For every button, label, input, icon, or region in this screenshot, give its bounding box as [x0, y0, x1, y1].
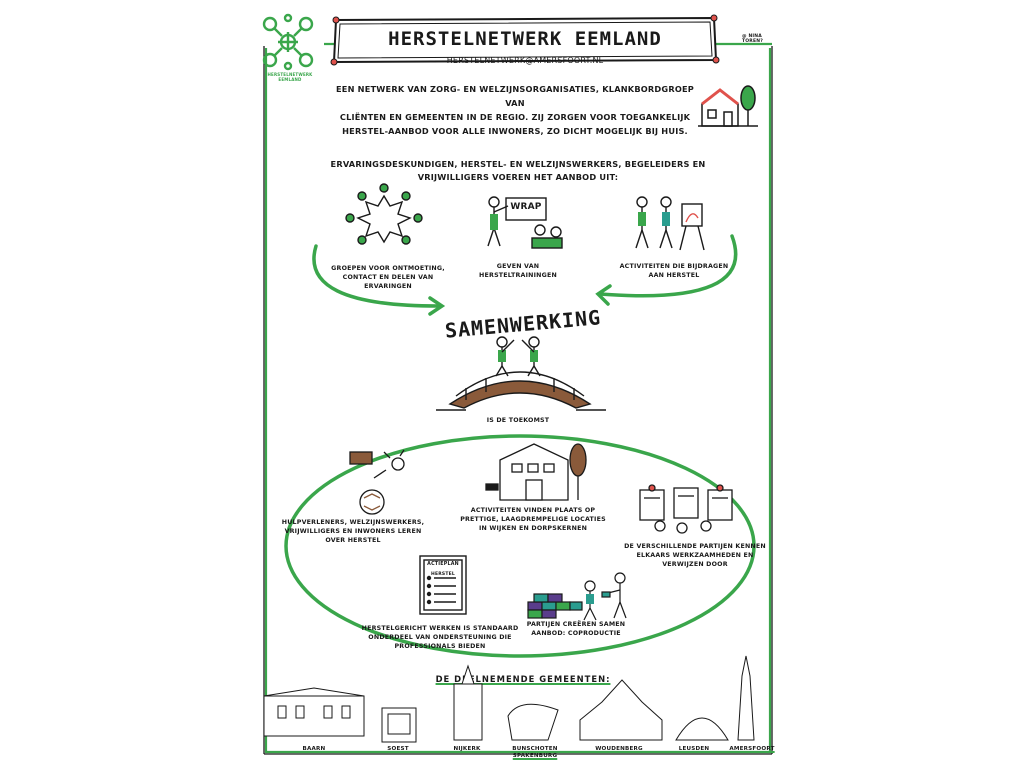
- cycle-item-caption: ACTIVITEITEN VINDEN PLAATS OP PRETTIGE, …: [448, 506, 618, 533]
- caption-line: PRETTIGE, LAAGDREMPELIGE LOCATIES: [460, 516, 606, 523]
- caption-line: AAN HERSTEL: [648, 272, 700, 279]
- intro-text: EEN NETWERK VAN ZORG- EN WELZIJNSORGANIS…: [330, 82, 700, 138]
- cycle-item-caption: HULPVERLENERS, WELZIJNSWERKERS, VRIJWILL…: [278, 518, 428, 545]
- poster: HERSTELNETWERK EEMLAND HERSTELNETWERK EE…: [258, 6, 780, 764]
- caption-line: HULPVERLENERS, WELZIJNSWERKERS,: [281, 519, 425, 526]
- bridge-icon: [436, 336, 606, 411]
- caption-line: HERSTELTRAININGEN: [479, 272, 557, 279]
- logo-label: HERSTELNETWERK EEMLAND: [267, 72, 313, 82]
- town-label: NIJKERK: [453, 746, 481, 752]
- caption-line: PARTIJEN CREËREN SAMEN: [526, 621, 626, 628]
- caption-line: GEVEN VAN: [496, 263, 540, 270]
- offer-item-caption: GEVEN VAN HERSTELTRAININGEN: [458, 262, 578, 280]
- poster-frame: [263, 42, 773, 755]
- caption-line: AANBOD: COPRODUCTIE: [531, 630, 621, 637]
- group-circle-icon: [345, 183, 423, 245]
- cycle-item-caption: PARTIJEN CREËREN SAMEN AANBOD: COPRODUCT…: [506, 620, 646, 638]
- caption-line: ONDERDEEL VAN ONDERSTEUNING DIE: [368, 634, 512, 641]
- collab-subtitle: IS DE TOEKOMST: [486, 417, 550, 424]
- actionplan-icon: [419, 555, 467, 615]
- caption-line: IN WIJKEN EN DORPSKERNEN: [478, 525, 588, 532]
- town-label: AMERSFOORT: [729, 746, 775, 752]
- actionplan-title: ACTIEPLAN: [427, 562, 459, 567]
- intro-line: CLIËNTEN EN GEMEENTEN IN DE REGIO. ZIJ Z…: [339, 112, 691, 122]
- intro-line: HERSTEL-AANBOD VOOR ALLE INWONERS, ZO DI…: [342, 126, 688, 136]
- caption-line: ACTIVITEITEN DIE BIJDRAGEN: [619, 263, 729, 270]
- cycle-ellipse: [284, 434, 756, 658]
- town-label: WOUDENBERG: [595, 746, 643, 752]
- town-label: BAARN: [302, 746, 326, 752]
- caption-line: VERWIJZEN DOOR: [662, 561, 728, 568]
- training-icon: [487, 196, 563, 249]
- curved-arrows: [312, 234, 738, 316]
- coproduction-icon: [527, 572, 627, 621]
- title-banner: [330, 14, 720, 66]
- caption-line: VRIJWILLIGERS EN INWONERS LEREN: [284, 528, 422, 535]
- cycle-item-caption: HERSTELGERICHT WERKEN IS STANDAARD ONDER…: [350, 624, 530, 651]
- town-label: BUNSCHOTEN: [512, 746, 558, 752]
- cycle-item-caption: DE VERSCHILLENDE PARTIJEN KENNEN ELKAARS…: [610, 542, 780, 569]
- town-label: LEUSDEN: [678, 746, 710, 752]
- painting-icon: [635, 196, 705, 251]
- town-label: SPAKENBURG: [512, 753, 558, 759]
- municipalities-heading: DE DEELNEMENDE GEMEENTEN:: [435, 674, 611, 684]
- caption-line: ELKAARS WERKZAAMHEDEN EN: [636, 552, 754, 559]
- caption-line: GROEPEN VOOR ONTMOETING,: [331, 265, 445, 272]
- intro-line: EEN NETWERK VAN ZORG- EN WELZIJNSORGANIS…: [335, 84, 695, 108]
- caption-line: CONTACT EN DELEN VAN: [342, 274, 434, 281]
- offer-heading-line: ERVARINGSDESKUNDIGEN, HERSTEL- EN WELZIJ…: [330, 159, 706, 169]
- network-logo-icon: [262, 13, 314, 71]
- illustrator-credit: @ NINA TOREN?: [742, 34, 764, 44]
- documents-icon: [639, 484, 733, 534]
- offer-item-caption: ACTIVITEITEN DIE BIJDRAGEN AAN HERSTEL: [604, 262, 744, 280]
- caption-line: DE VERSCHILLENDE PARTIJEN KENNEN: [624, 543, 766, 550]
- wrap-sign: WRAP: [510, 202, 542, 212]
- caption-line: ERVARINGEN: [364, 283, 412, 290]
- learning-icon: [349, 449, 405, 515]
- caption-line: PROFESSIONALS BIEDEN: [394, 643, 486, 650]
- offer-item-caption: GROEPEN VOOR ONTMOETING, CONTACT EN DELE…: [318, 264, 458, 291]
- page-title: HERSTELNETWERK EEMLAND: [388, 28, 662, 50]
- building-icon: [485, 443, 587, 501]
- caption-line: OVER HERSTEL: [325, 537, 381, 544]
- offer-heading-line: VRIJWILLIGERS VOEREN HET AANBOD UIT:: [417, 172, 619, 182]
- contact-email[interactable]: HERSTELNETWERK@AMERSFOORT.NL: [446, 56, 604, 65]
- caption-line: ACTIVITEITEN VINDEN PLAATS OP: [470, 507, 596, 514]
- actionplan-subtitle: HERSTEL: [431, 572, 455, 577]
- house-tree-icon: [698, 85, 758, 127]
- town-label: SOEST: [387, 746, 409, 752]
- towns-skyline: [263, 655, 755, 743]
- caption-line: HERSTELGERICHT WERKEN IS STANDAARD: [361, 625, 519, 632]
- offer-heading: ERVARINGSDESKUNDIGEN, HERSTEL- EN WELZIJ…: [298, 158, 738, 184]
